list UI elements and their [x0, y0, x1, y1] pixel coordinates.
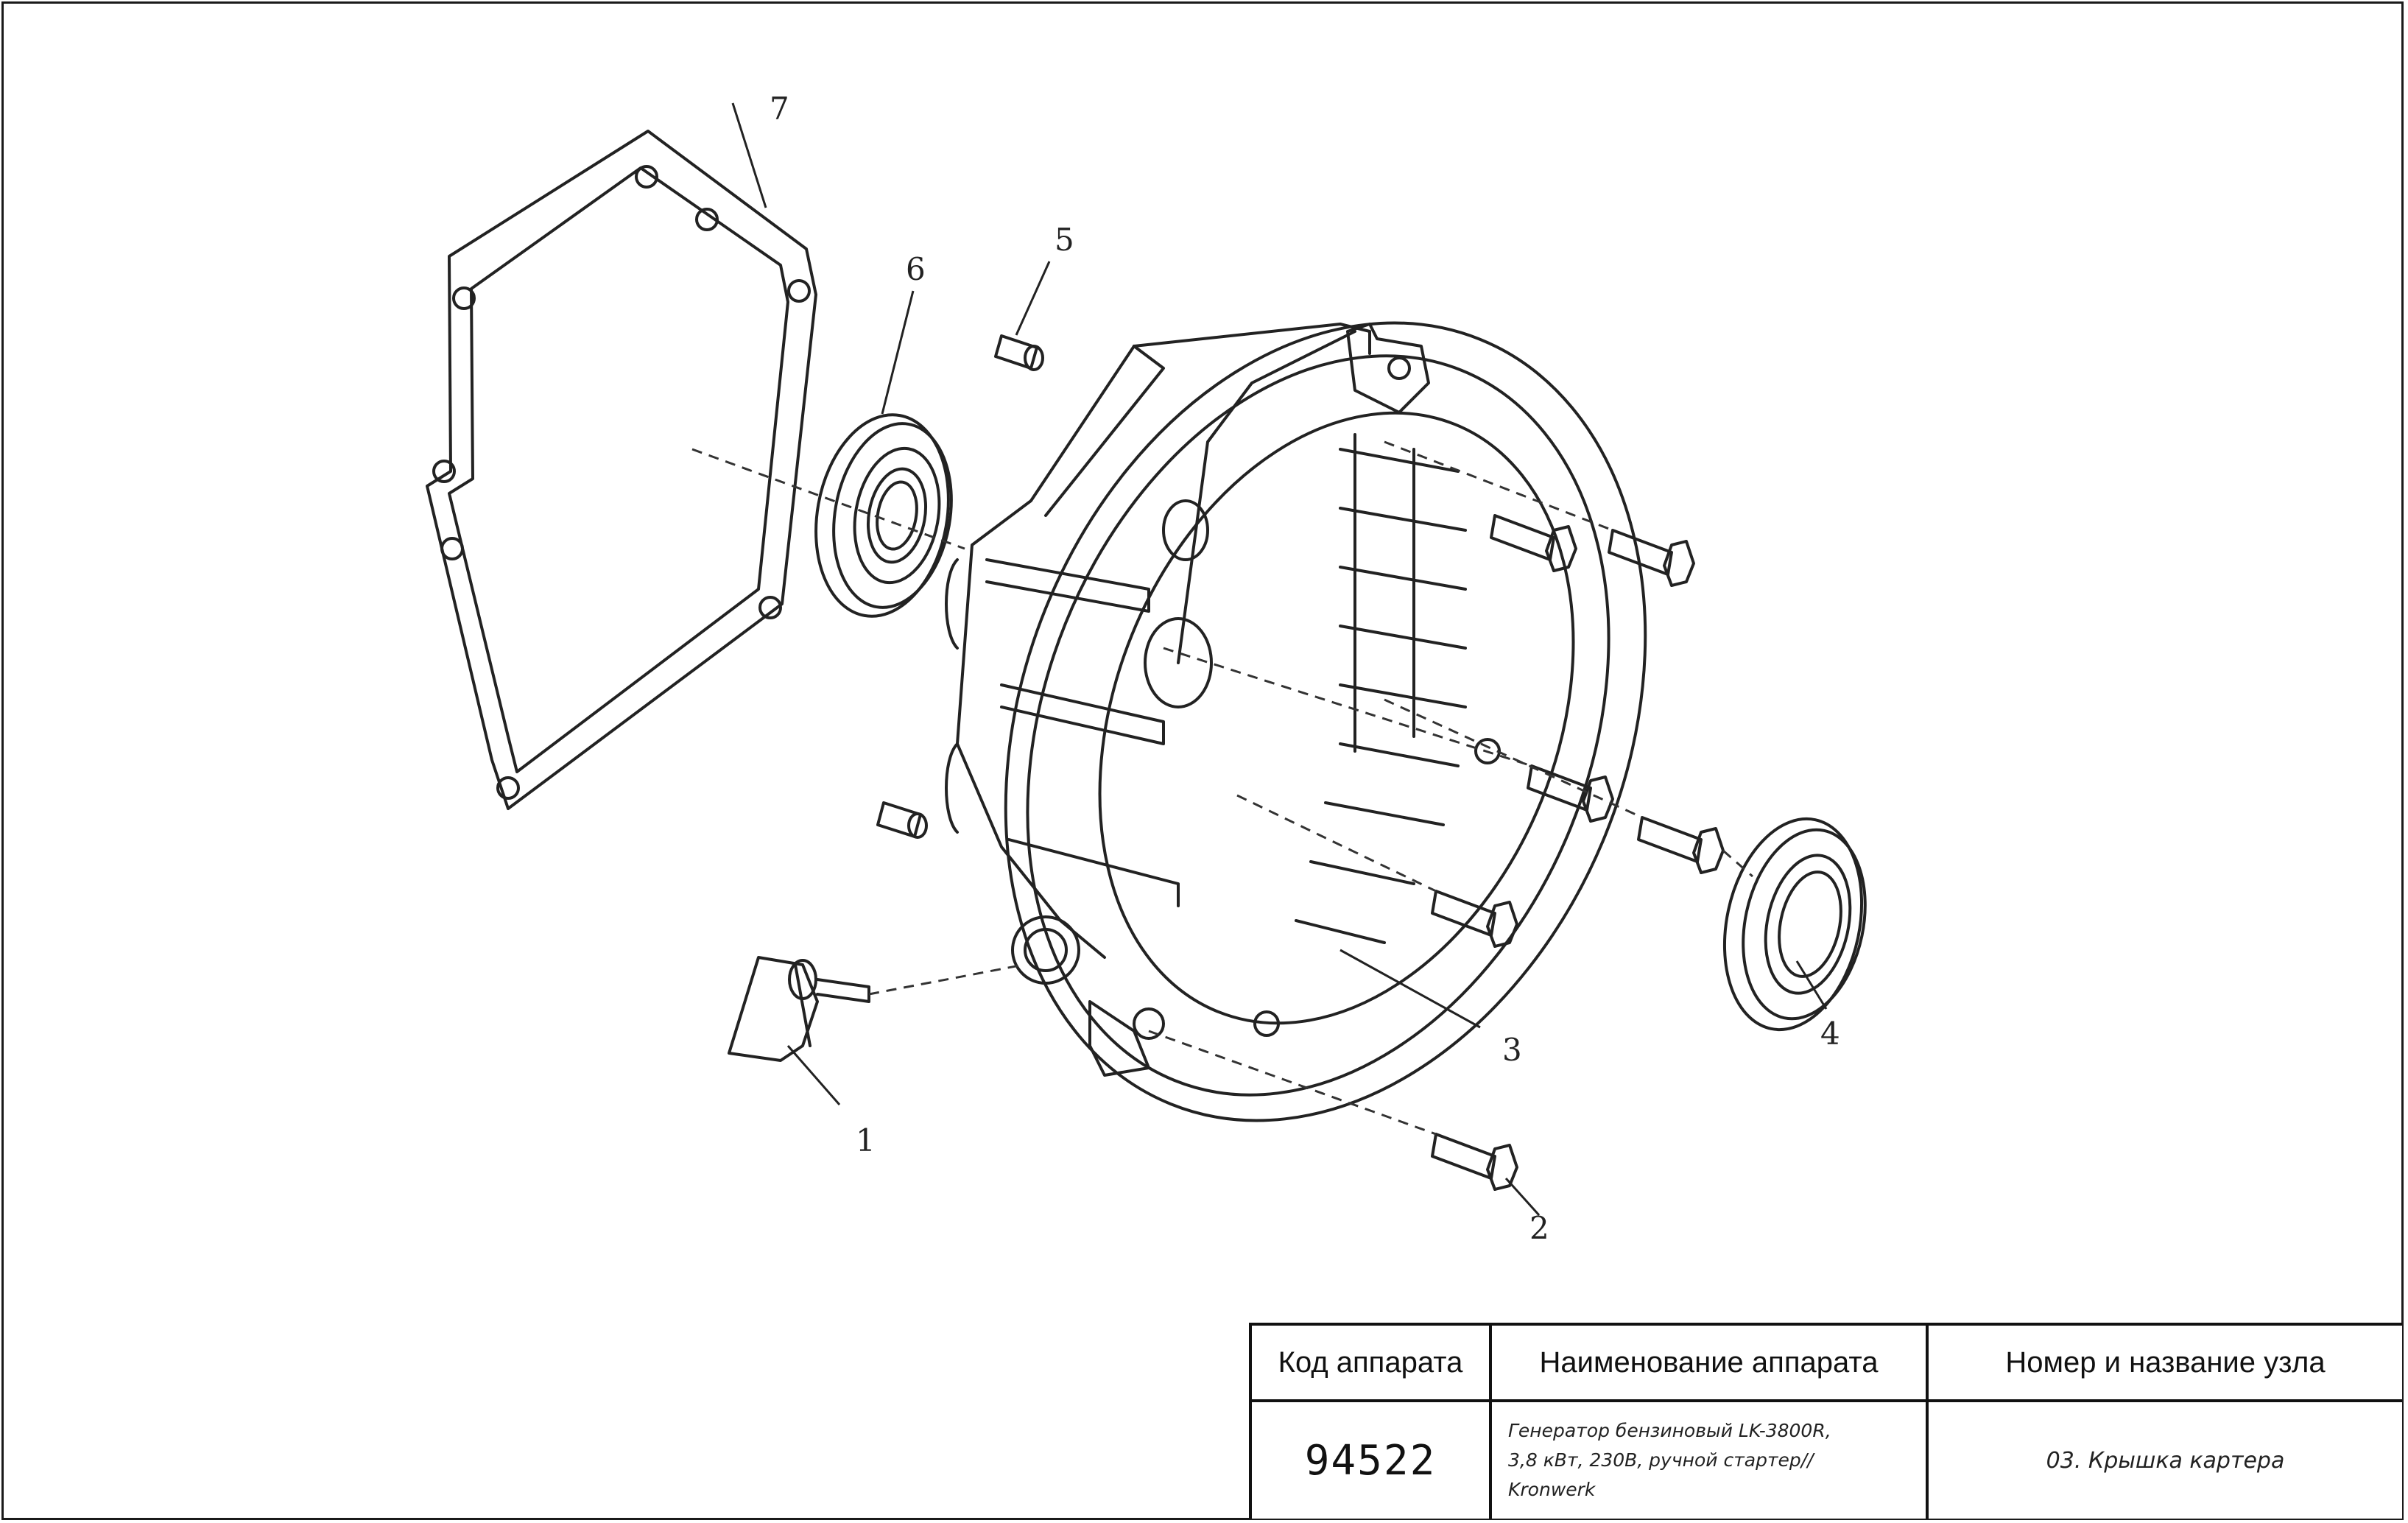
- callout-5: 5: [1055, 222, 1074, 258]
- part-5-dowel-pin: [876, 334, 1044, 839]
- header-name: Наименование аппарата: [1492, 1326, 1929, 1402]
- title-block: Код аппарата Наименование аппарата Номер…: [1249, 1323, 2402, 1519]
- part-6-bearing: [814, 413, 953, 618]
- part-4-oil-seal: [1722, 817, 1867, 1032]
- part-3-crankcase-cover: [945, 321, 1647, 1122]
- part-1-drain-plug: [728, 956, 870, 1062]
- leader-lines: [731, 102, 1828, 1217]
- assembly-axes: [691, 440, 1753, 1136]
- callout-1: 1: [856, 1122, 876, 1158]
- device-code: 94522: [1252, 1402, 1492, 1519]
- node-name: 03. Крышка картера: [2046, 1447, 2285, 1474]
- callout-3: 3: [1502, 1032, 1522, 1068]
- callout-6: 6: [906, 251, 926, 287]
- callout-7: 7: [770, 91, 789, 127]
- header-code: Код аппарата: [1252, 1326, 1492, 1402]
- callout-4: 4: [1820, 1016, 1840, 1052]
- part-2-bolts: [1431, 514, 1725, 1191]
- part-7-gasket: [426, 130, 817, 810]
- callout-2: 2: [1529, 1210, 1549, 1246]
- header-node: Номер и название узла: [1929, 1326, 2402, 1402]
- device-name: Генератор бензиновый LK-3800R, 3,8 кВт, …: [1492, 1402, 1929, 1519]
